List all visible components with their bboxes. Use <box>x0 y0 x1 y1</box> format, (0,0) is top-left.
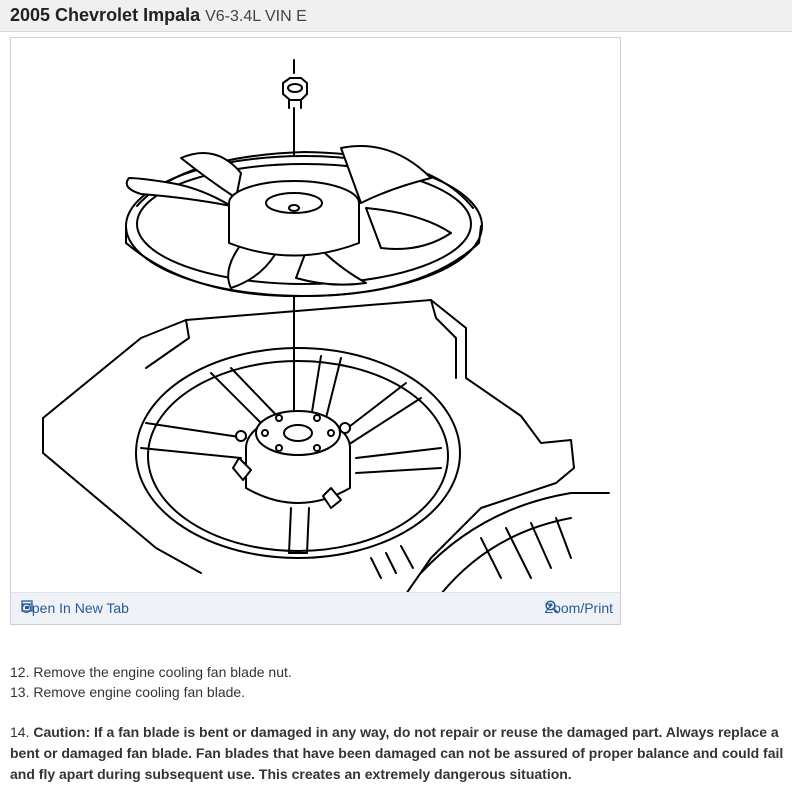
vehicle-title: 2005 Chevrolet Impala <box>10 5 201 25</box>
open-in-new-tab-icon <box>21 600 33 612</box>
figure-panel: Open In New Tab Zoom/Print <box>10 37 621 625</box>
engine-subtitle: V6-3.4L VIN E <box>205 8 307 25</box>
zoom-print-link[interactable]: Zoom/Print <box>545 600 613 616</box>
step-number: 14. <box>10 724 30 740</box>
step-12: 12. Remove the engine cooling fan blade … <box>10 662 292 682</box>
step-13: 13. Remove engine cooling fan blade. <box>10 682 245 702</box>
page-title: 2005 Chevrolet Impala V6-3.4L VIN E <box>10 5 307 26</box>
step-number: 13. <box>10 684 30 700</box>
zoom-print-label: Zoom/Print <box>544 600 613 616</box>
step-text: Remove engine cooling fan blade. <box>33 684 246 700</box>
magnifier-zoom-icon <box>544 600 559 614</box>
step-text: Remove the engine cooling fan blade nut. <box>33 664 292 680</box>
caution-step-14: 14. Caution: If a fan blade is bent or d… <box>10 722 788 785</box>
caution-text: Caution: If a fan blade is bent or damag… <box>10 724 784 782</box>
open-in-new-tab-link[interactable]: Open In New Tab <box>21 600 129 616</box>
step-number: 12. <box>10 664 30 680</box>
fan-blade-removal-diagram <box>42 59 610 594</box>
open-in-new-tab-label: Open In New Tab <box>21 600 129 616</box>
page-header: 2005 Chevrolet Impala V6-3.4L VIN E <box>0 0 792 32</box>
figure-toolbar: Open In New Tab Zoom/Print <box>11 592 620 624</box>
